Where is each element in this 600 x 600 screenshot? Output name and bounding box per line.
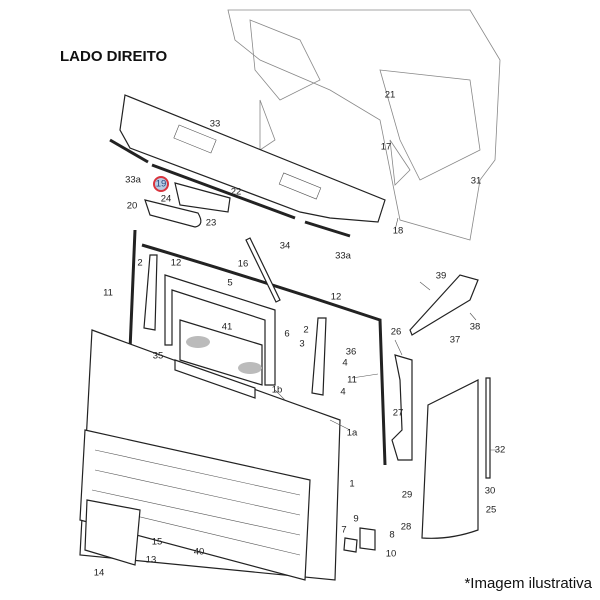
cab-frame bbox=[227, 9, 501, 241]
label-40: 40 bbox=[194, 547, 205, 558]
label-11: 11 bbox=[347, 375, 357, 386]
label-37: 37 bbox=[450, 335, 461, 346]
label-26: 26 bbox=[391, 327, 402, 338]
part-5-frame bbox=[164, 274, 276, 386]
label-21: 21 bbox=[385, 90, 396, 101]
part-26-bracket bbox=[391, 354, 413, 461]
label-35: 35 bbox=[153, 351, 164, 362]
label-25: 25 bbox=[486, 505, 497, 516]
part-32-strip bbox=[485, 377, 491, 479]
part-20-handle bbox=[144, 199, 202, 228]
label-28: 28 bbox=[401, 522, 412, 533]
label-13: 13 bbox=[146, 555, 157, 566]
label-1b: 1b bbox=[272, 385, 283, 396]
label-27: 27 bbox=[393, 408, 404, 419]
label-12: 12 bbox=[171, 258, 182, 269]
part-25-side-panel bbox=[421, 379, 479, 539]
part-7-light bbox=[343, 537, 358, 553]
label-8: 8 bbox=[389, 530, 394, 541]
label-39: 39 bbox=[436, 271, 447, 282]
label-10: 10 bbox=[386, 549, 397, 560]
label-32: 32 bbox=[495, 445, 506, 456]
label-7: 7 bbox=[341, 525, 346, 536]
label-19: 19 bbox=[156, 179, 167, 190]
label-6: 6 bbox=[284, 329, 289, 340]
label-18: 18 bbox=[393, 226, 404, 237]
label-9: 9 bbox=[353, 514, 358, 525]
label-36: 36 bbox=[346, 347, 357, 358]
label-33: 33 bbox=[210, 119, 221, 130]
part-19-handle-bracket bbox=[174, 182, 231, 213]
label-16: 16 bbox=[238, 259, 249, 270]
illustrative-image-note: *Imagem ilustrativa bbox=[464, 575, 592, 592]
part-13-plate bbox=[84, 499, 141, 566]
label-31: 31 bbox=[471, 176, 482, 187]
label-23: 23 bbox=[206, 218, 217, 229]
part-33-trim bbox=[119, 94, 386, 223]
label-2: 2 bbox=[303, 325, 308, 336]
label-33a: 33a bbox=[125, 175, 142, 186]
part-16-strut bbox=[245, 237, 281, 303]
label-33a: 33a bbox=[335, 251, 352, 262]
label-1a: 1a bbox=[347, 428, 358, 439]
label-15: 15 bbox=[152, 537, 163, 548]
label-30: 30 bbox=[485, 486, 496, 497]
diagram-title: LADO DIREITO bbox=[60, 48, 168, 65]
label-3: 3 bbox=[299, 339, 304, 350]
label-29: 29 bbox=[402, 490, 413, 501]
label-1: 1 bbox=[349, 479, 354, 490]
label-38: 38 bbox=[470, 322, 481, 333]
label-12: 12 bbox=[331, 292, 342, 303]
label-41: 41 bbox=[222, 322, 233, 333]
part-2-bracket-right bbox=[311, 317, 327, 396]
part-2-bracket-left bbox=[143, 254, 158, 331]
label-17: 17 bbox=[381, 142, 392, 153]
label-34: 34 bbox=[280, 241, 291, 252]
highlight-circle-19 bbox=[153, 176, 169, 192]
part-40-grille bbox=[79, 429, 311, 581]
label-24: 24 bbox=[161, 194, 172, 205]
label-22: 22 bbox=[231, 187, 242, 198]
label-2: 2 bbox=[137, 258, 142, 269]
label-4: 4 bbox=[340, 387, 345, 398]
label-20: 20 bbox=[127, 201, 138, 212]
label-4: 4 bbox=[342, 358, 347, 369]
label-11: 11 bbox=[103, 288, 113, 299]
part-37-deflector bbox=[409, 274, 479, 336]
label-5: 5 bbox=[227, 278, 232, 289]
part-35-strip bbox=[174, 359, 256, 399]
label-14: 14 bbox=[94, 568, 105, 579]
part-9-bracket bbox=[359, 527, 376, 551]
